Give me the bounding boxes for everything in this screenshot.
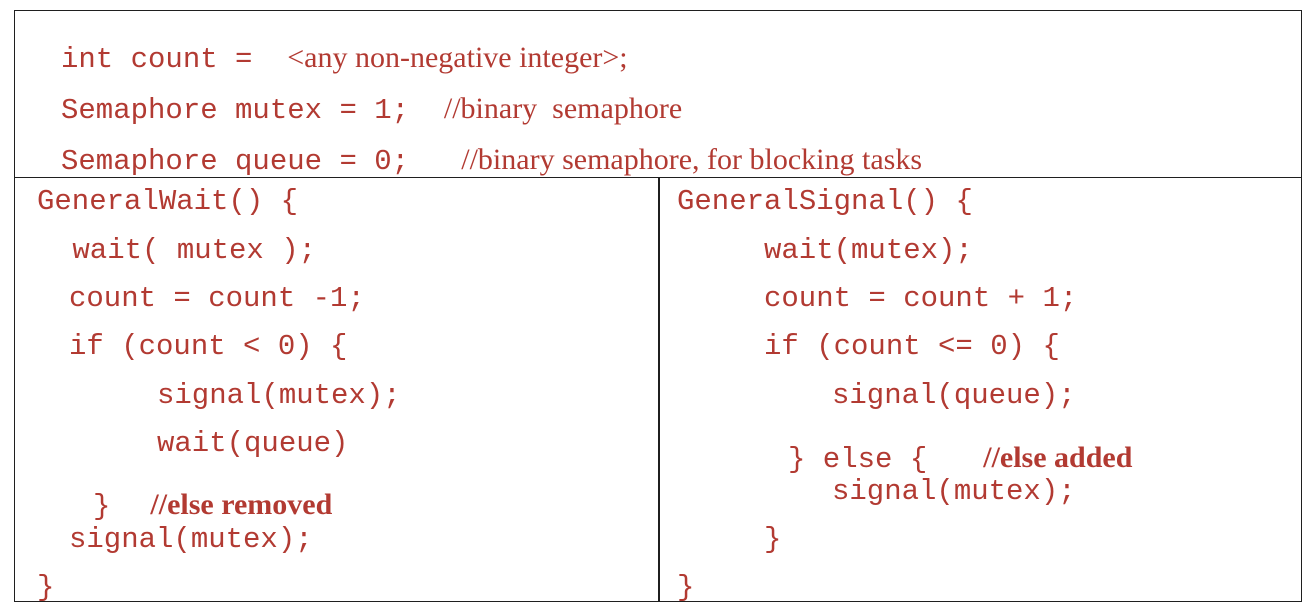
declarations-section: int count = <any non-negative integer>; … xyxy=(15,11,1301,178)
declaration-mutex-code: Semaphore mutex = 1; xyxy=(61,94,444,127)
code-listing-box: int count = <any non-negative integer>; … xyxy=(14,10,1302,602)
wait-line-3: count = count -1; xyxy=(69,282,365,315)
wait-line-5: signal(mutex); xyxy=(157,379,401,412)
declaration-queue-comment: //binary semaphore, for blocking tasks xyxy=(461,143,922,176)
signal-line-6-code: } else { xyxy=(788,443,928,476)
signal-line-1: GeneralSignal() { xyxy=(677,185,973,218)
signal-line-3: count = count + 1; xyxy=(764,282,1078,315)
declaration-mutex-line: Semaphore mutex = 1; //binary semaphore xyxy=(37,78,682,141)
wait-line-8: signal(mutex); xyxy=(69,523,313,556)
signal-line-6: } else { //else added xyxy=(764,427,1132,490)
signal-line-9: } xyxy=(677,571,695,604)
wait-line-7: } //else removed xyxy=(69,474,332,537)
signal-line-4: if (count <= 0) { xyxy=(764,330,1060,363)
declaration-queue-line: Semaphore queue = 0; //binary semaphore,… xyxy=(37,129,922,192)
else-added-comment: //else added xyxy=(983,441,1133,474)
signal-line-5: signal(queue); xyxy=(832,379,1076,412)
wait-line-6: wait(queue) xyxy=(157,427,349,460)
wait-line-2: wait( mutex ); xyxy=(55,234,317,267)
wait-line-7-brace: } xyxy=(93,490,111,523)
general-wait-cell: GeneralWait() { wait( mutex ); count = c… xyxy=(15,178,658,602)
declaration-count-code: int count = xyxy=(61,43,288,76)
wait-line-1: GeneralWait() { xyxy=(37,185,299,218)
column-divider xyxy=(658,178,660,602)
signal-line-7: signal(mutex); xyxy=(832,475,1076,508)
declaration-mutex-comment: //binary semaphore xyxy=(443,92,683,125)
else-removed-comment: //else removed xyxy=(150,488,333,521)
declaration-queue-code: Semaphore queue = 0; xyxy=(61,145,462,178)
general-signal-cell: GeneralSignal() { wait(mutex); count = c… xyxy=(660,178,1301,602)
wait-line-9: } xyxy=(37,571,55,604)
signal-line-8: } xyxy=(764,523,782,556)
declaration-count-comment: <any non-negative integer>; xyxy=(287,41,628,74)
wait-line-4: if (count < 0) { xyxy=(69,330,348,363)
declaration-count-line: int count = <any non-negative integer>; xyxy=(37,27,628,90)
signal-line-2: wait(mutex); xyxy=(764,234,973,267)
